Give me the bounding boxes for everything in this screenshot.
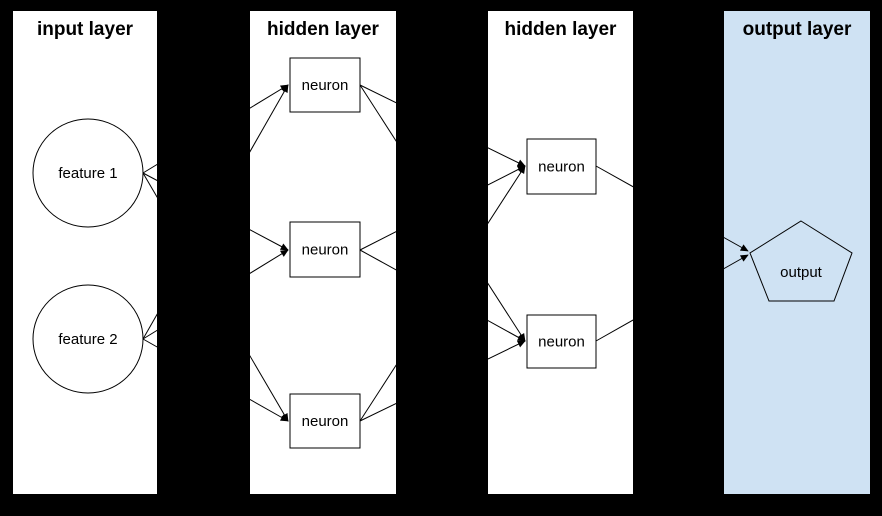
panel-title-hidden-layer-2: hidden layer — [504, 19, 617, 40]
edge-hidden1-neuron-2--hidden2-neuron-2 — [359, 249, 526, 342]
node-feature-1 — [32, 118, 144, 228]
node-label-hidden2-neuron-2: neuron — [538, 334, 585, 351]
edge-hidden2-neuron-1--output — [595, 165, 749, 252]
edges-group — [142, 84, 749, 422]
nodes-group: feature 1 feature 2 neuron neuron neuron neur… — [32, 57, 853, 449]
node-label-output: output — [780, 264, 823, 281]
node-label-feature-2: feature 2 — [58, 331, 117, 348]
node-output — [749, 220, 853, 302]
edge-hidden1-neuron-3--hidden2-neuron-2 — [359, 340, 526, 422]
edge-feature-2--hidden1-neuron-1 — [142, 84, 289, 340]
edge-hidden1-neuron-3--hidden2-neuron-1 — [359, 165, 526, 422]
node-feature-2 — [32, 284, 144, 394]
node-hidden1-neuron-2 — [289, 221, 361, 278]
panel-output-layer: output layer — [724, 11, 870, 494]
edge-feature-1--hidden1-neuron-1 — [142, 84, 289, 174]
panel-input-layer: input layer — [13, 11, 157, 494]
panel-hidden-layer-2: hidden layer — [488, 11, 633, 494]
edge-feature-1--hidden1-neuron-3 — [142, 172, 289, 422]
edge-hidden1-neuron-1--hidden2-neuron-2 — [359, 84, 526, 342]
panel-title-input-layer: input layer — [36, 19, 134, 40]
node-hidden2-neuron-1 — [526, 138, 597, 195]
edge-feature-2--hidden1-neuron-2 — [142, 249, 289, 340]
node-label-hidden1-neuron-2: neuron — [302, 242, 349, 259]
node-hidden2-neuron-2 — [526, 314, 597, 369]
node-label-hidden1-neuron-1: neuron — [302, 77, 349, 94]
edge-feature-2--hidden1-neuron-3 — [142, 338, 289, 422]
edge-hidden1-neuron-2--hidden2-neuron-1 — [359, 165, 526, 251]
panel-title-hidden-layer-1: hidden layer — [267, 19, 379, 40]
edge-hidden2-neuron-2--output — [595, 254, 749, 342]
node-hidden1-neuron-1 — [289, 57, 361, 113]
node-label-hidden2-neuron-1: neuron — [538, 159, 585, 176]
edge-hidden1-neuron-1--hidden2-neuron-1 — [359, 84, 526, 167]
node-hidden1-neuron-3 — [289, 393, 361, 449]
panel-title-output-layer: output layer — [742, 19, 852, 40]
node-label-hidden1-neuron-3: neuron — [302, 413, 349, 430]
node-label-feature-1: feature 1 — [58, 165, 117, 182]
